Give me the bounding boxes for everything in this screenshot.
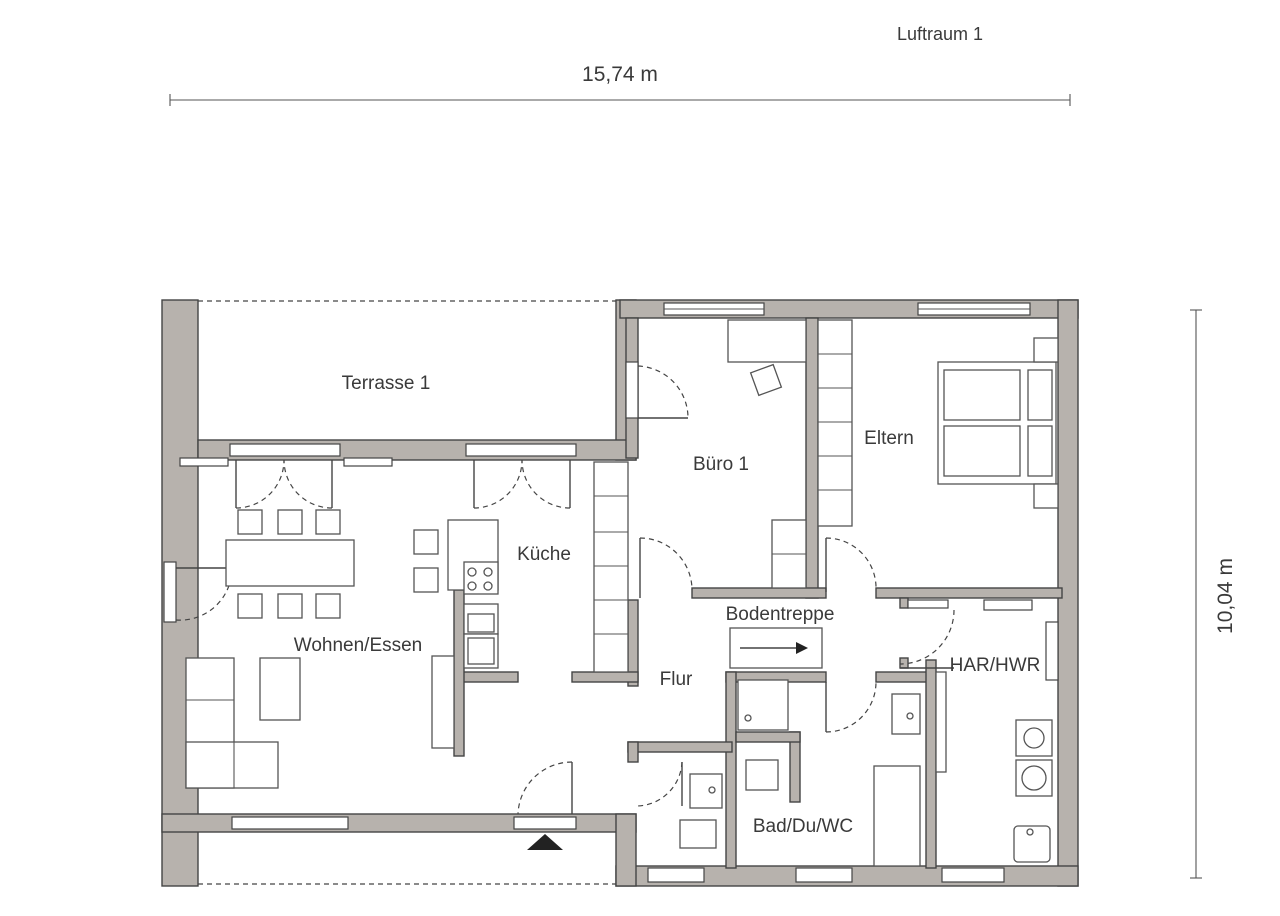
room-label-bodentreppe: Bodentreppe <box>726 604 835 625</box>
wall-bad-left <box>725 671 737 869</box>
room-label-bad: Bad/Du/WC <box>753 816 853 837</box>
wall-buero-bottom <box>691 587 827 599</box>
wall-wc-stub <box>627 741 639 763</box>
furniture-eltern <box>817 319 1059 527</box>
arrow-right-icon <box>796 642 808 654</box>
doors <box>175 365 955 815</box>
furniture-har <box>935 671 1053 863</box>
room-label-eltern: Eltern <box>864 428 914 449</box>
room-label-har: HAR/HWR <box>950 655 1041 676</box>
wall-har-stub2 <box>899 657 909 669</box>
wall-kueche-flur <box>571 671 639 683</box>
room-label-buero: Büro 1 <box>693 454 749 475</box>
luftraum-label: Luftraum 1 <box>897 24 983 44</box>
room-label-flur: Flur <box>660 669 693 690</box>
width-dimension-line <box>169 94 1071 106</box>
entrance-arrow-icon <box>527 834 563 850</box>
wall-bad-inner-top <box>735 731 801 743</box>
wall-har-stub <box>899 597 909 609</box>
furniture-kitchen <box>413 461 629 673</box>
width-dimension-label: 15,74 m <box>582 63 658 86</box>
wall-wc-top <box>627 741 733 753</box>
height-dimension-label: 10,04 m <box>1214 558 1237 634</box>
height-dimension-line <box>1190 309 1202 879</box>
furniture-buero <box>727 319 807 589</box>
wall-bottom-corner <box>615 813 637 887</box>
furniture-bad <box>679 679 921 867</box>
bodentreppe <box>729 627 823 669</box>
furniture-living <box>185 509 455 789</box>
wall-kueche-left <box>453 589 465 757</box>
wall-buero-eltern <box>805 317 819 599</box>
room-label-terrasse: Terrasse 1 <box>342 373 431 394</box>
room-label-wohnen: Wohnen/Essen <box>294 635 423 656</box>
windows <box>163 302 1059 883</box>
room-label-kueche: Küche <box>517 544 571 565</box>
wall-bad-har <box>925 659 937 869</box>
wall-eltern-bottom <box>875 587 1063 599</box>
